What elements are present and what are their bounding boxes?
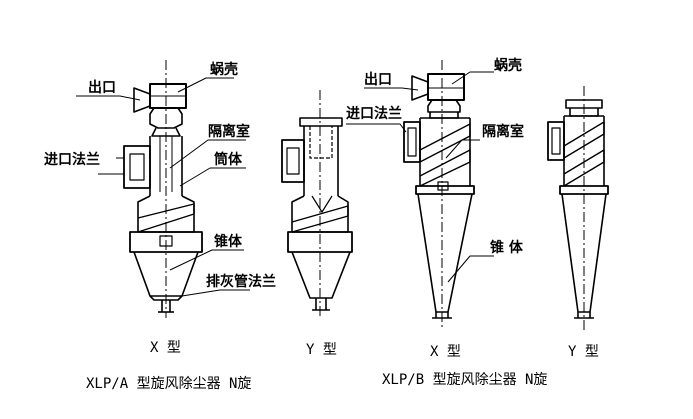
caption-xlp-b: XLP/B 型旋风除尘器 N旋 [382,372,548,388]
label-cylinder-a: 筒体 [214,152,242,168]
y-type-label-a: Y 型 [306,342,337,358]
label-cone-a: 锥体 [214,234,242,250]
xlp-a-x-type-drawing [116,60,202,318]
x-type-label-b: X 型 [430,344,461,360]
xlp-b-y-type-drawing [548,86,608,330]
xlp-b-x-type-drawing [404,60,474,330]
label-cone-b: 锥 体 [490,240,523,256]
label-separation-chamber-a: 隔离室 [208,124,250,140]
label-volute-a: 蜗壳 [210,62,238,78]
label-outlet-b: 出口 [364,72,392,88]
x-type-label-a: X 型 [150,340,181,356]
label-inlet-flange-a: 进口法兰 [44,152,100,168]
label-outlet-a: 出口 [88,80,116,96]
xlp-a-y-type-drawing [282,90,352,318]
label-inlet-flange-b: 进口法兰 [346,106,402,122]
label-ash-pipe-flange-a: 排灰管法兰 [206,274,276,290]
leader-lines [76,72,494,296]
label-separation-chamber-b: 隔离室 [482,124,524,140]
caption-xlp-a: XLP/A 型旋风除尘器 N旋 [86,376,252,392]
label-volute-b: 蜗壳 [494,58,522,74]
y-type-label-b: Y 型 [568,344,599,360]
